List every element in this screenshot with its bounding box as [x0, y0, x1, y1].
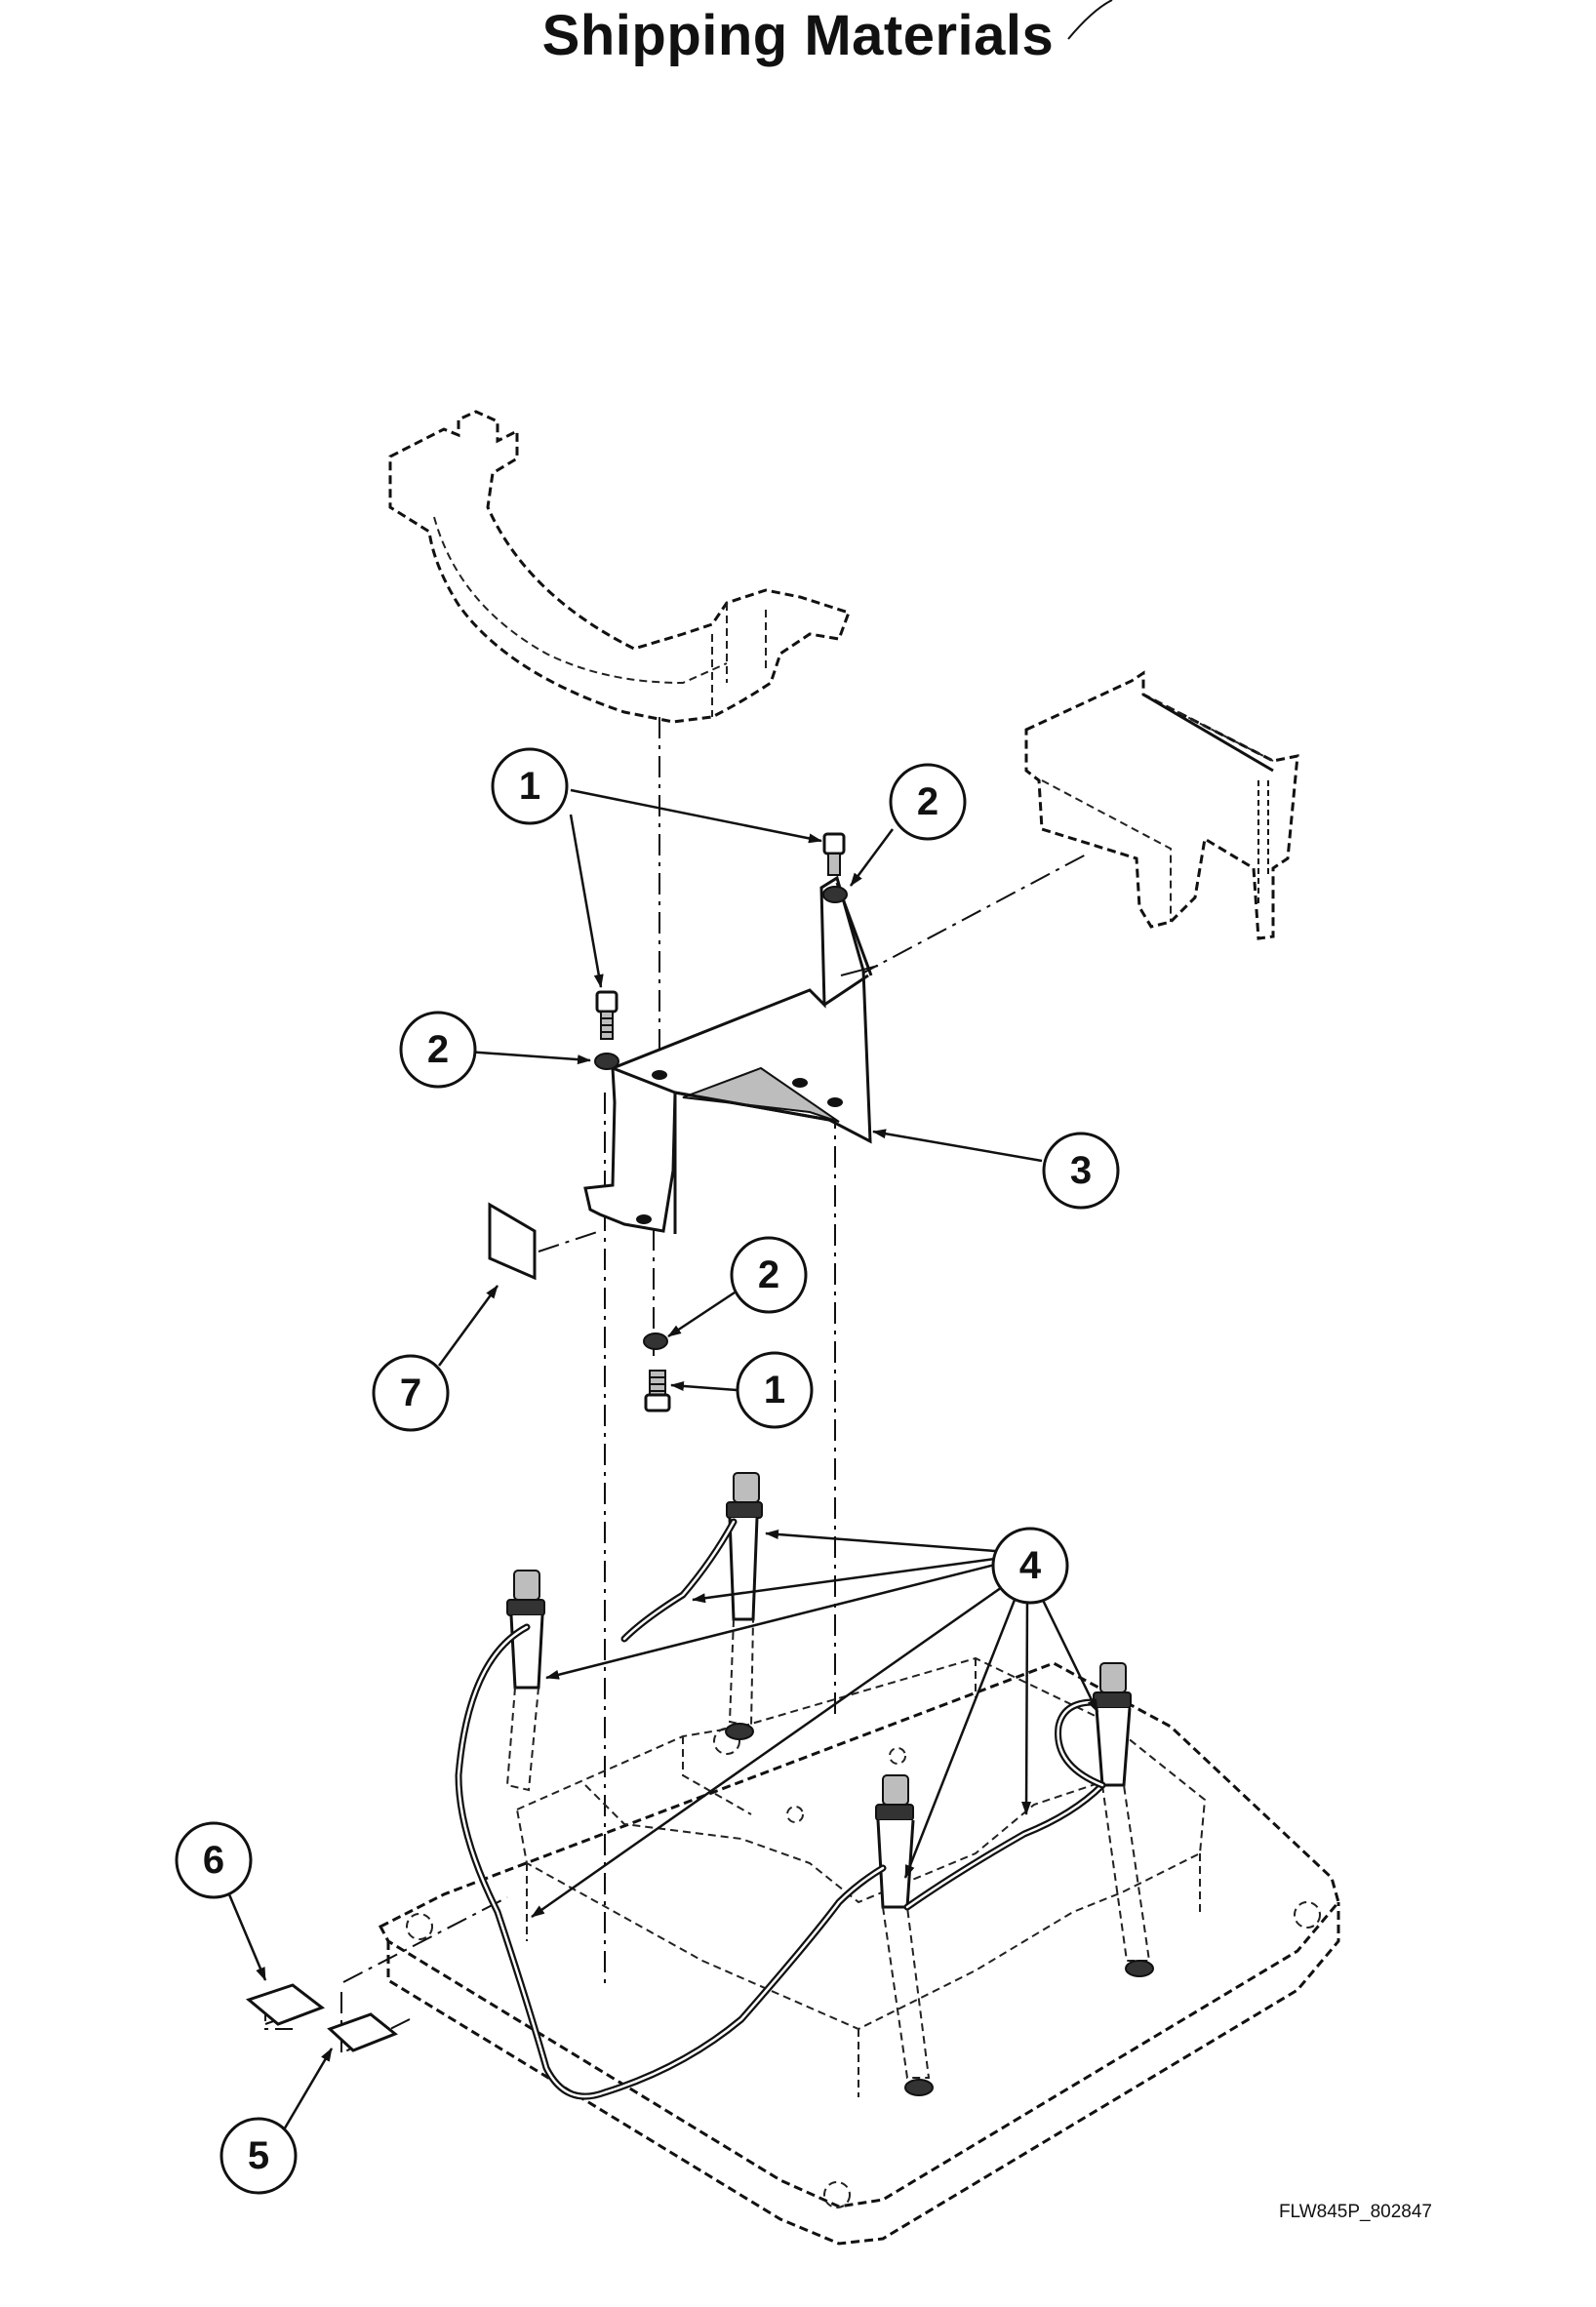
label-tag	[327, 2012, 398, 2052]
base-frame-phantom	[378, 1656, 1340, 2246]
leader-line	[224, 1887, 267, 1981]
centerline	[538, 1230, 601, 1253]
callout-2: 2	[399, 1011, 477, 1089]
shipping-pad	[488, 1202, 537, 1281]
shock-absorber	[1093, 1662, 1154, 1977]
nut-icon	[643, 1332, 668, 1350]
centerline	[340, 1992, 411, 2055]
svg-text:3: 3	[1070, 1149, 1092, 1192]
leader-line	[670, 1380, 738, 1392]
bolt-icon	[595, 990, 618, 1040]
page-title: Shipping Materials	[541, 4, 1055, 67]
leader-line	[1021, 1597, 1032, 1815]
centerline	[342, 1896, 508, 1983]
mounting-bracket-phantom	[1024, 670, 1299, 940]
leader-line	[437, 1285, 499, 1367]
leader-line	[903, 1594, 1018, 1879]
callout-2: 2	[889, 763, 967, 841]
leader-line	[569, 814, 604, 988]
svg-text:5: 5	[248, 2134, 269, 2177]
leader-line	[281, 2048, 334, 2132]
nut-icon	[594, 1053, 619, 1070]
svg-text:6: 6	[203, 1839, 224, 1882]
leader-line	[531, 1583, 1006, 1919]
svg-text:2: 2	[427, 1028, 449, 1071]
bolt-icon	[644, 1370, 671, 1412]
shipping-restraint-cable	[455, 1518, 1106, 2100]
callout-5: 5	[219, 2117, 298, 2195]
svg-text:2: 2	[758, 1253, 779, 1296]
figure-code: FLW845P_802847	[1278, 2202, 1432, 2222]
leader-line	[765, 1530, 996, 1553]
callout-3: 3	[1042, 1132, 1120, 1210]
decorative-mark	[1067, 0, 1113, 40]
callout-4: 4	[991, 1527, 1069, 1605]
centerline	[858, 853, 1089, 976]
leader-line	[692, 1557, 996, 1604]
bolt-icon	[822, 832, 846, 876]
callout-1: 1	[491, 747, 569, 825]
svg-text:4: 4	[1019, 1544, 1042, 1587]
shock-absorber	[875, 1774, 934, 2096]
callout-2: 2	[730, 1236, 808, 1314]
leader-line	[849, 828, 895, 887]
shock-absorber	[725, 1472, 763, 1740]
label-tag	[245, 1983, 326, 2026]
leader-line	[545, 1563, 996, 1680]
callout-7: 7	[372, 1354, 450, 1432]
callout-6: 6	[175, 1821, 253, 1899]
leader-line	[465, 1050, 591, 1065]
svg-text:7: 7	[400, 1372, 421, 1414]
svg-text:2: 2	[917, 780, 938, 823]
callout-1: 1	[736, 1351, 814, 1429]
leader-line	[570, 788, 822, 844]
leader-line	[1035, 1587, 1099, 1713]
svg-text:1: 1	[764, 1369, 785, 1412]
nut-icon	[822, 886, 848, 903]
shock-absorber	[505, 1570, 545, 1792]
shipping-bracket	[583, 875, 879, 1234]
leader-line	[872, 1129, 1043, 1163]
leader-line	[667, 1291, 736, 1338]
svg-text:1: 1	[519, 765, 540, 808]
counterweight-phantom	[388, 410, 851, 724]
